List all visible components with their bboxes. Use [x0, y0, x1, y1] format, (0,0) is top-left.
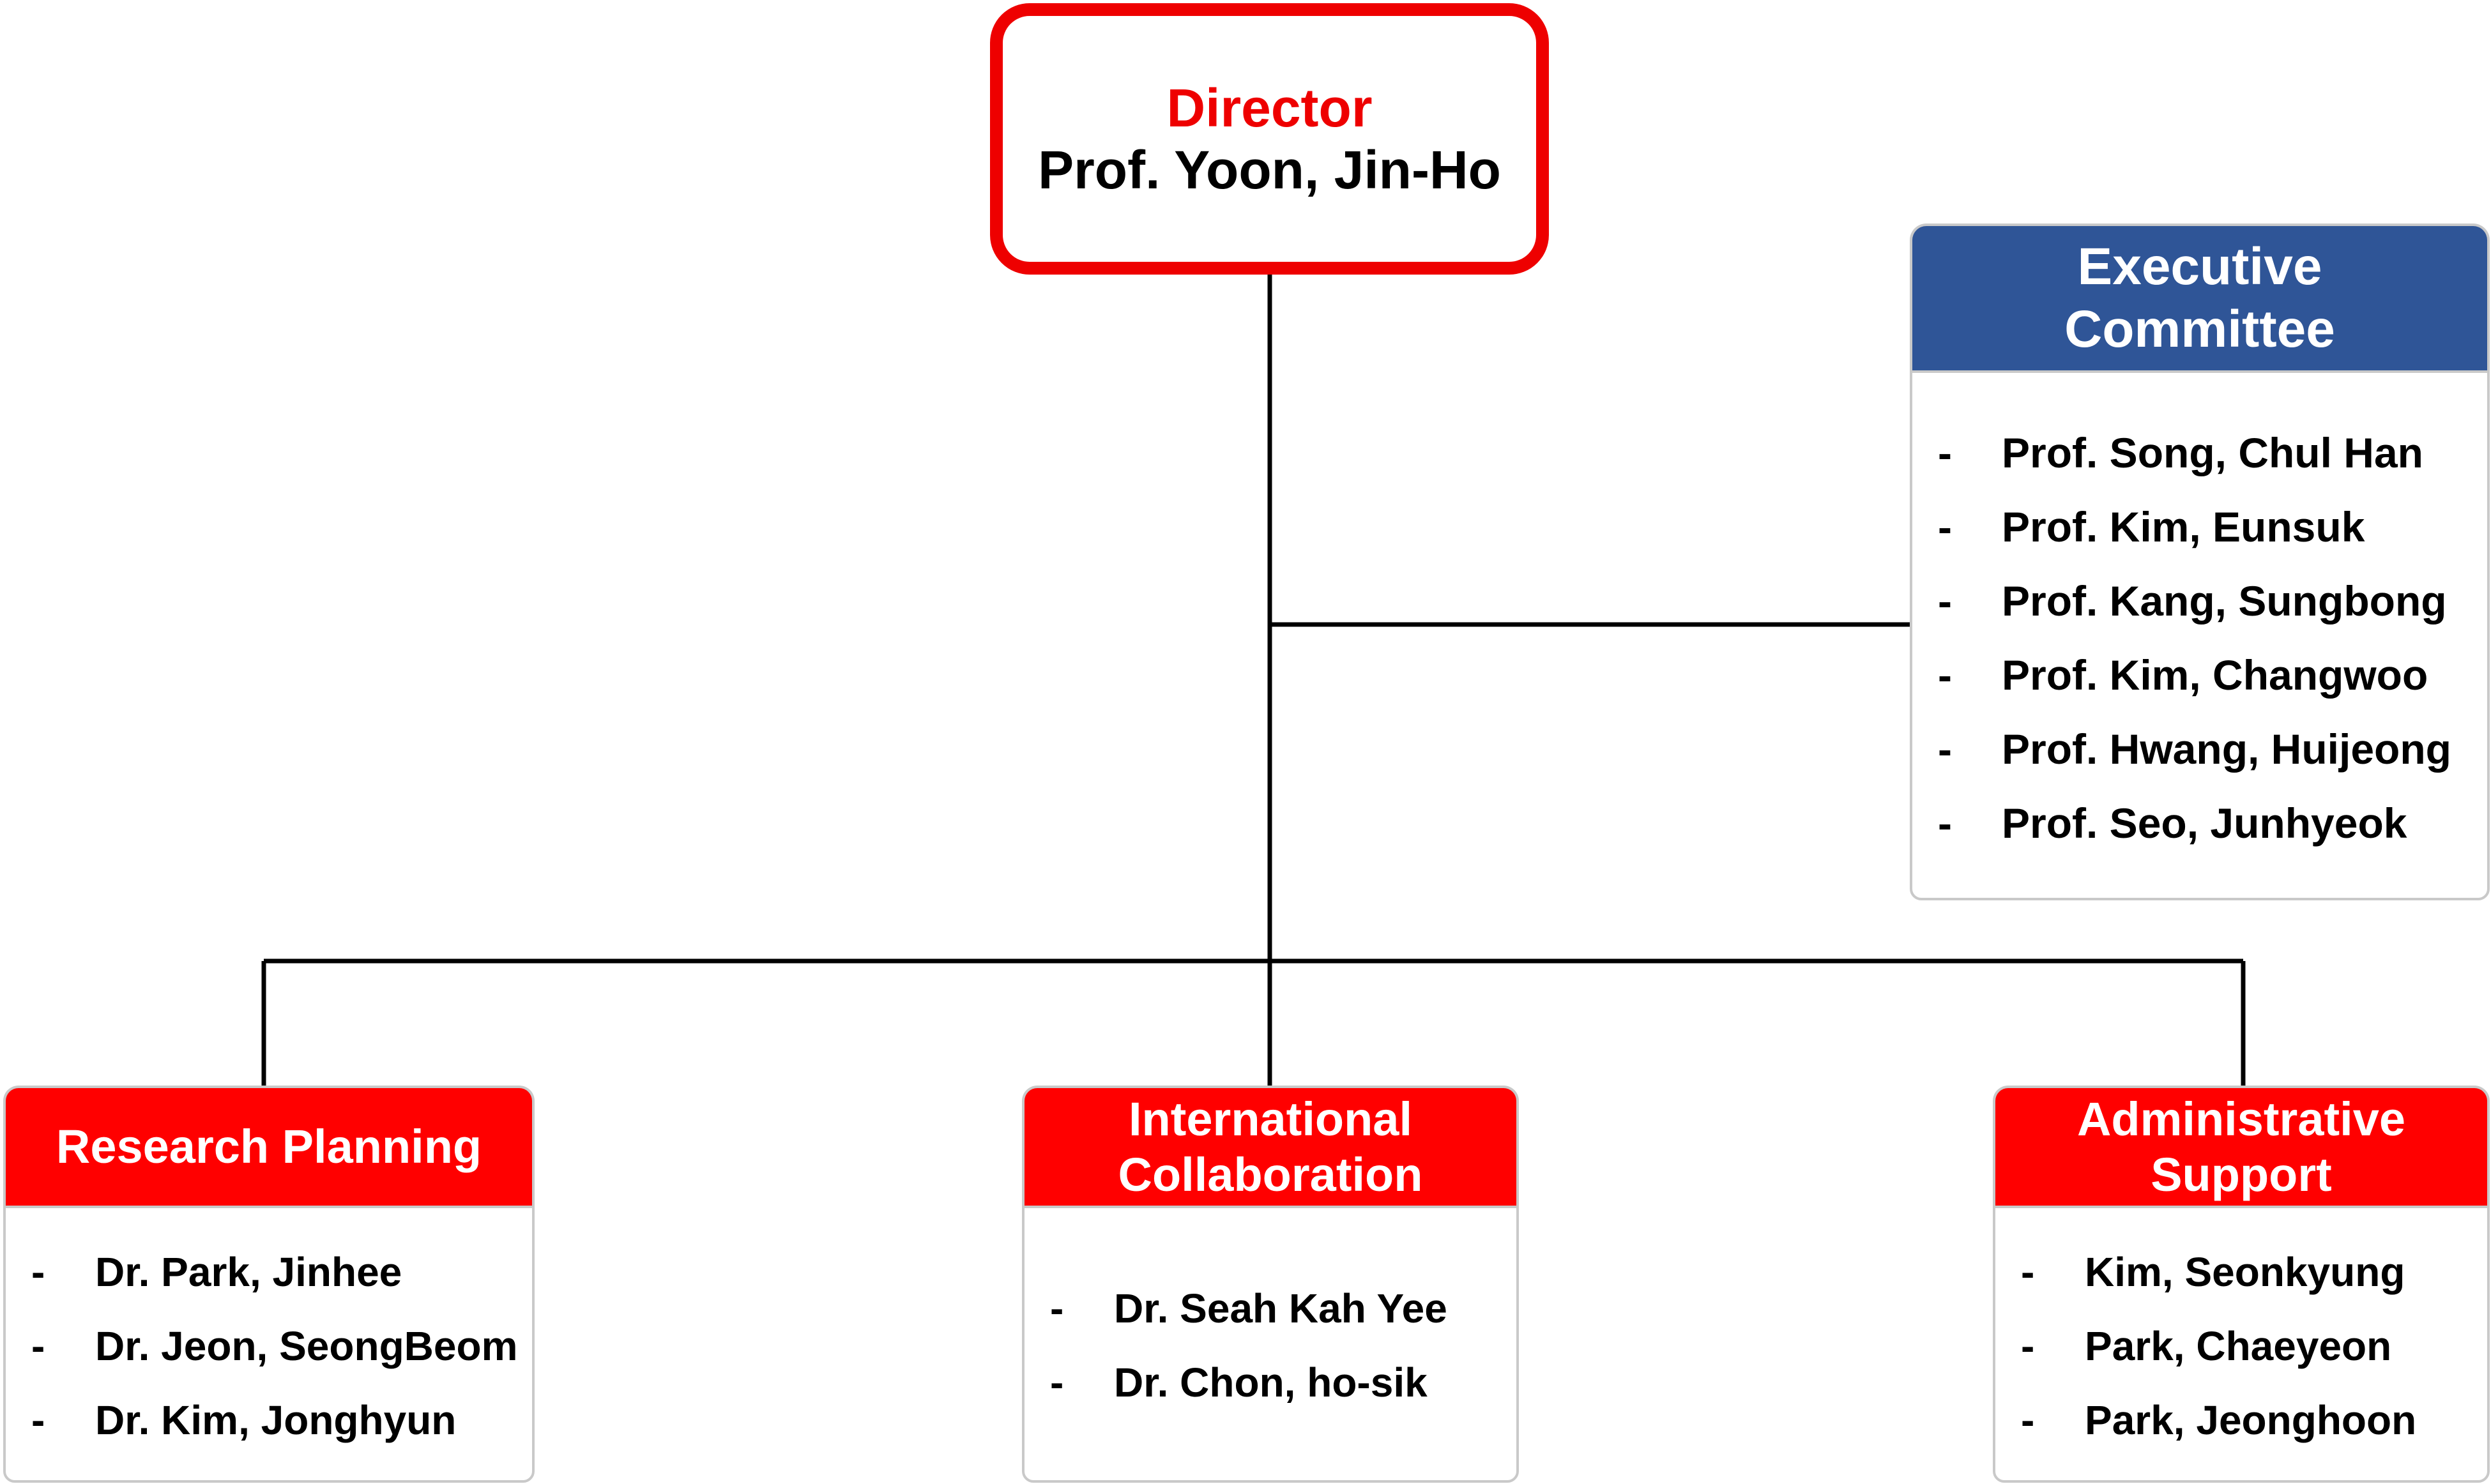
member-item: - Kim, Seonkyung — [1995, 1249, 2487, 1327]
director-title: Director — [1166, 77, 1373, 138]
member-name: Dr. Park, Jinhee — [95, 1249, 402, 1295]
international-collaboration-member-list: - Dr. Seah Kah Yee - Dr. Chon, ho-sik — [1025, 1208, 1516, 1437]
international-collaboration-title-line2: Collaboration — [1118, 1148, 1423, 1201]
bullet-dash: - — [2021, 1397, 2035, 1443]
bullet-dash: - — [1938, 799, 1952, 847]
member-name: Dr. Chon, ho-sik — [1114, 1359, 1428, 1405]
member-item: - Dr. Park, Jinhee — [6, 1249, 532, 1327]
member-item: - Dr. Chon, ho-sik — [1025, 1359, 1516, 1437]
administrative-support-title-line1: Administrative — [2076, 1092, 2406, 1146]
bullet-dash: - — [31, 1397, 45, 1443]
administrative-support-title-line2: Support — [2151, 1148, 2332, 1201]
member-name: Dr. Kim, Jonghyun — [95, 1397, 457, 1443]
member-item: - Prof. Song, Chul Han — [1912, 429, 2487, 508]
member-item: - Park, Chaeyeon — [1995, 1323, 2487, 1401]
executive-committee-header: Executive Committee — [1910, 223, 2490, 370]
member-item: - Prof. Kim, Changwoo — [1912, 651, 2487, 730]
member-name: Prof. Seo, Junhyeok — [2002, 799, 2407, 847]
member-name: Prof. Song, Chul Han — [2002, 429, 2423, 476]
member-item: - Dr. Kim, Jonghyun — [6, 1397, 532, 1475]
executive-committee-members: - Prof. Song, Chul Han - Prof. Kim, Eunsuk… — [1910, 370, 2490, 900]
member-name: Prof. Kim, Changwoo — [2002, 651, 2428, 699]
bullet-dash: - — [1938, 651, 1952, 699]
member-name: Prof. Kim, Eunsuk — [2002, 503, 2365, 550]
executive-committee-member-list: - Prof. Song, Chul Han - Prof. Kim, Eunsuk… — [1912, 373, 2487, 878]
bullet-dash: - — [1938, 429, 1952, 476]
bullet-dash: - — [2021, 1323, 2035, 1369]
bullet-dash: - — [1938, 503, 1952, 550]
director-name: Prof. Yoon, Jin-Ho — [1038, 139, 1501, 200]
administrative-support-member-list: - Kim, Seonkyung - Park, Chaeyeon - Park, J… — [1995, 1208, 2487, 1475]
member-item: - Park, Jeonghoon — [1995, 1397, 2487, 1475]
member-item: - Dr. Seah Kah Yee — [1025, 1285, 1516, 1363]
administrative-support-members: - Kim, Seonkyung - Park, Chaeyeon - Park, J… — [1993, 1206, 2490, 1483]
research-planning-members: - Dr. Park, Jinhee - Dr. Jeon, SeongBeom -… — [3, 1206, 535, 1483]
administrative-support-header: Administrative Support — [1993, 1086, 2490, 1206]
member-name: Kim, Seonkyung — [2085, 1249, 2405, 1295]
research-planning-member-list: - Dr. Park, Jinhee - Dr. Jeon, SeongBeom -… — [6, 1208, 532, 1475]
international-collaboration-members: - Dr. Seah Kah Yee - Dr. Chon, ho-sik — [1022, 1206, 1519, 1483]
executive-committee-title-line1: Executive — [2077, 237, 2322, 296]
bullet-dash: - — [31, 1249, 45, 1295]
director-box: Director Prof. Yoon, Jin-Ho — [990, 3, 1549, 275]
bullet-dash: - — [31, 1323, 45, 1369]
member-item: - Prof. Kang, Sungbong — [1912, 577, 2487, 656]
international-collaboration-header: International Collaboration — [1022, 1086, 1519, 1206]
bullet-dash: - — [1938, 577, 1952, 625]
member-name: Park, Jeonghoon — [2085, 1397, 2417, 1443]
member-item: - Prof. Seo, Junhyeok — [1912, 799, 2487, 878]
member-item: - Dr. Jeon, SeongBeom — [6, 1323, 532, 1401]
international-collaboration-title-line1: International — [1128, 1092, 1413, 1146]
bullet-dash: - — [1050, 1285, 1064, 1331]
bullet-dash: - — [2021, 1249, 2035, 1295]
member-name: Park, Chaeyeon — [2085, 1323, 2392, 1369]
member-name: Prof. Hwang, Huijeong — [2002, 725, 2451, 773]
research-planning-title: Research Planning — [56, 1120, 482, 1174]
research-planning-header: Research Planning — [3, 1086, 535, 1206]
member-name: Dr. Seah Kah Yee — [1114, 1285, 1447, 1331]
bullet-dash: - — [1938, 725, 1952, 773]
executive-committee-title-line2: Committee — [2064, 300, 2335, 358]
member-item: - Prof. Hwang, Huijeong — [1912, 725, 2487, 804]
bullet-dash: - — [1050, 1359, 1064, 1405]
member-name: Dr. Jeon, SeongBeom — [95, 1323, 518, 1369]
member-name: Prof. Kang, Sungbong — [2002, 577, 2447, 625]
member-item: - Prof. Kim, Eunsuk — [1912, 503, 2487, 582]
